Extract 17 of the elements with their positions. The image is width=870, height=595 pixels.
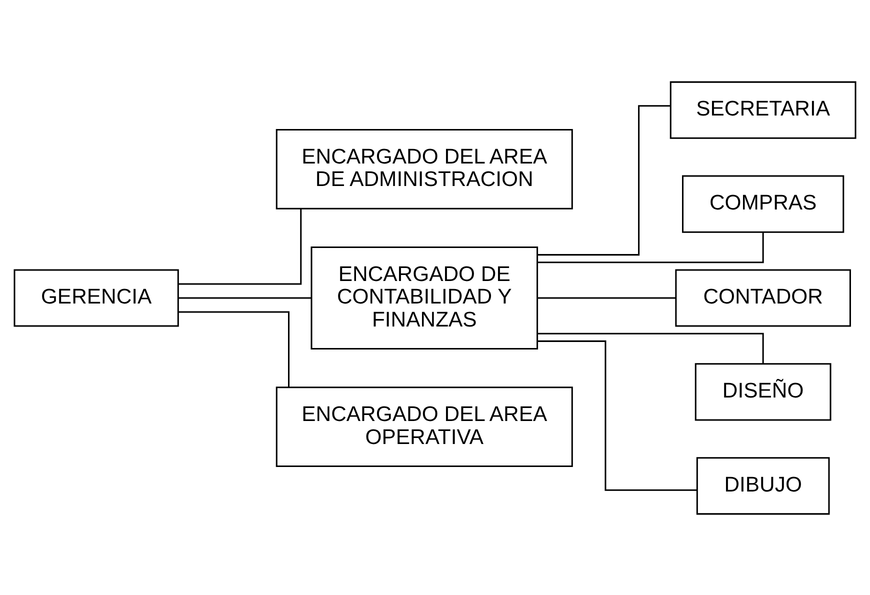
connector	[538, 104, 670, 256]
connector	[178, 296, 312, 298]
node-box: CONTADOR	[675, 268, 851, 326]
node-box: GERENCIA	[14, 268, 179, 326]
connector	[538, 296, 676, 298]
node-box: SECRETARIA	[670, 80, 856, 138]
connector	[538, 340, 698, 490]
node-box: ENCARGADO DEL AREA OPERATIVA	[276, 386, 573, 466]
node-box: COMPRAS	[682, 174, 844, 232]
node-box: ENCARGADO DE CONTABILIDAD Y FINANZAS	[310, 246, 538, 350]
connector	[178, 208, 302, 284]
connector	[538, 232, 764, 263]
node-box: ENCARGADO DEL AREA DE ADMINISTRACION	[276, 128, 573, 209]
node-box: DIBUJO	[696, 456, 830, 514]
node-box: DISEÑO	[694, 362, 832, 420]
connector	[538, 332, 764, 363]
connector	[178, 310, 290, 387]
